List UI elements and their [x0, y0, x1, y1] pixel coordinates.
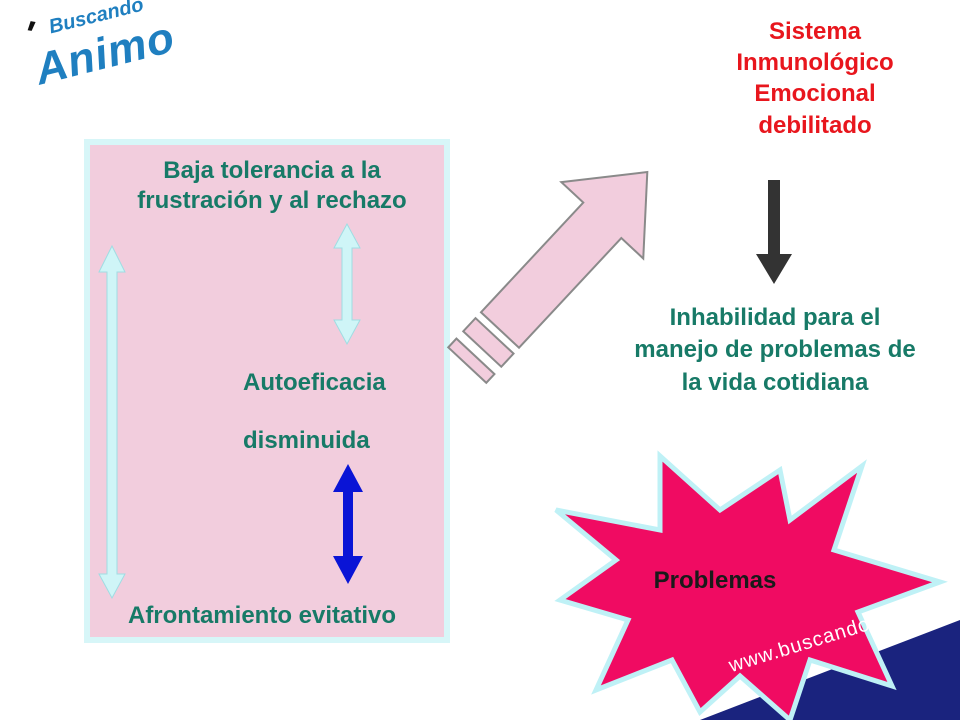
sistema-inmunologico-label: Sistema Inmunológico Emocional debilitad…: [736, 18, 894, 139]
problemas-label: Problemas: [653, 567, 777, 594]
disminuida-label: disminuida: [243, 427, 370, 454]
short-double-arrow: [333, 222, 361, 346]
problemas-starburst: [554, 450, 948, 720]
pink-panel: [84, 139, 450, 643]
baja-tolerancia-label: Baja tolerancia a la frustración y al re…: [137, 157, 407, 214]
afrontamiento-label: Afrontamiento evitativo: [127, 602, 397, 629]
long-double-arrow: [98, 244, 126, 600]
big-diagonal-arrow: [446, 170, 649, 385]
blue-double-arrow: [333, 464, 363, 584]
down-arrow: [756, 180, 792, 284]
autoeficacia-label: Autoeficacia: [243, 369, 386, 396]
inhabilidad-label: Inhabilidad para el manejo de problemas …: [634, 304, 916, 396]
